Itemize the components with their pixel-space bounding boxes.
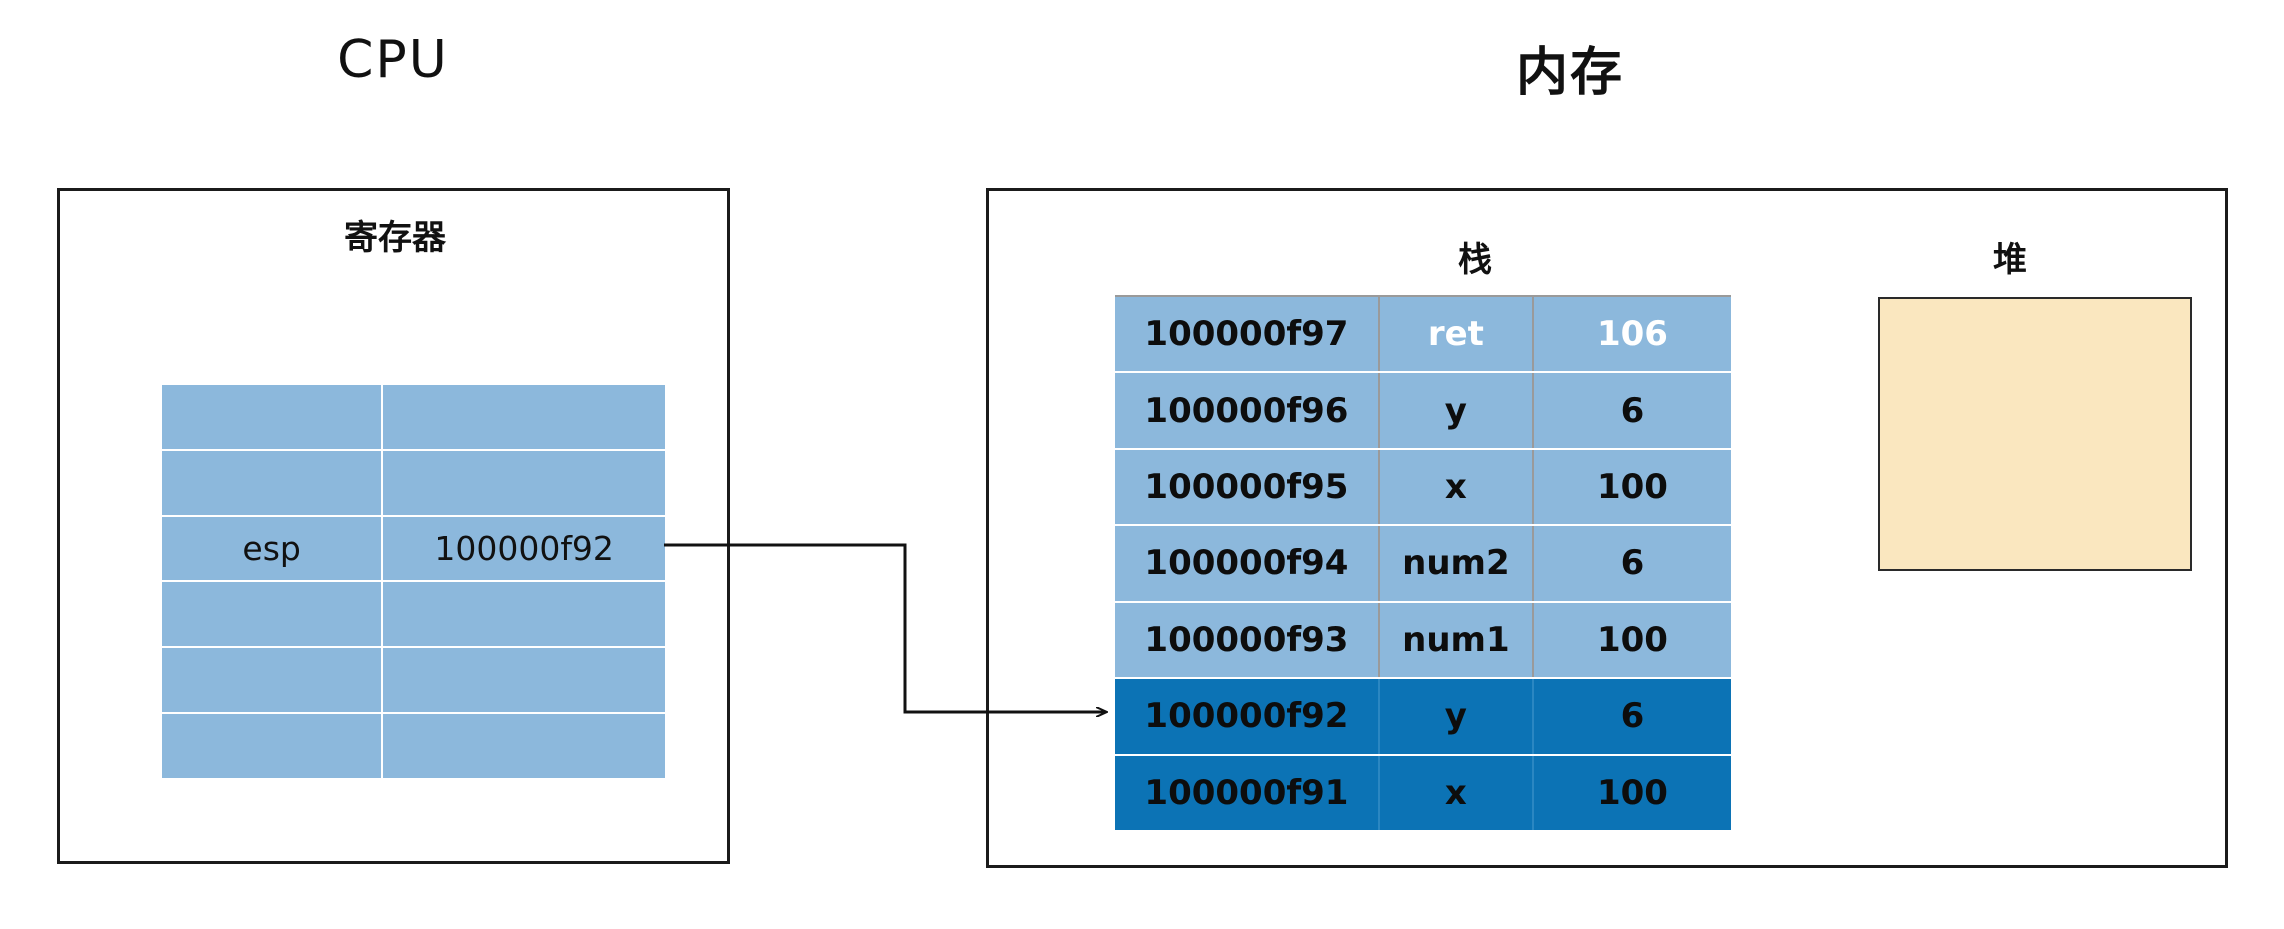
stack-var-name: num2 [1380,526,1534,601]
stack-var-name: ret [1380,297,1534,372]
register-row-esp: esp 100000f92 [162,516,665,583]
stack-address: 100000f96 [1115,373,1380,448]
stack-address: 100000f94 [1115,526,1380,601]
stack-var-value: 100 [1596,619,1668,660]
cpu-title: CPU [337,30,449,90]
stack-row-highlighted: 100000f92 y 6 [1115,679,1731,756]
register-name [162,648,384,713]
stack-row: 100000f97 ret 106 [1115,297,1731,374]
stack-var-name: x [1380,449,1534,525]
stack-address: 100000f97 [1115,297,1380,372]
register-table: esp 100000f92 [162,385,665,778]
register-row [162,714,665,778]
stack-var-name: y [1380,679,1534,754]
register-row [162,582,665,649]
register-name-esp: esp [162,516,384,581]
register-value [383,385,665,449]
stack-var-value: 100 [1596,467,1668,508]
stack-row: 100000f94 num2 6 [1115,526,1731,603]
stack-address: 100000f92 [1115,679,1380,754]
stack-var-value: 100 [1596,772,1668,813]
stack-var-value: 106 [1596,314,1668,355]
stack-address: 100000f95 [1115,449,1380,525]
stack-section-label: 栈 [1458,240,1492,280]
stack-address: 100000f93 [1115,602,1380,678]
register-row [162,450,665,517]
register-value [383,582,665,646]
stack-var-name: num1 [1380,602,1534,678]
register-value [383,714,665,778]
stack-var-value: 6 [1620,696,1645,737]
register-row [162,385,665,451]
register-name [162,582,384,647]
memory-title: 内存 [1515,43,1624,103]
stack-var-value: 6 [1620,390,1645,431]
stack-row: 100000f93 num1 100 [1115,602,1731,680]
register-name [162,450,384,515]
register-value [383,451,665,515]
stack-address: 100000f91 [1115,755,1380,830]
register-section-label: 寄存器 [344,218,446,258]
heap-area [1878,297,2192,571]
stack-var-name: y [1380,373,1534,448]
stack-var-value: 6 [1620,543,1645,584]
register-name [162,714,384,778]
stack-var-name: x [1380,755,1534,830]
register-name [162,385,384,449]
stack-row: 100000f96 y 6 [1115,373,1731,450]
stack-table: 100000f97 ret 106 100000f96 y 6 100000f9… [1115,295,1731,830]
stack-row: 100000f95 x 100 [1115,449,1731,527]
stack-row-highlighted: 100000f91 x 100 [1115,755,1731,830]
register-value-esp: 100000f92 [434,529,614,569]
register-value [383,648,665,712]
heap-section-label: 堆 [1993,240,2027,280]
register-row [162,648,665,715]
